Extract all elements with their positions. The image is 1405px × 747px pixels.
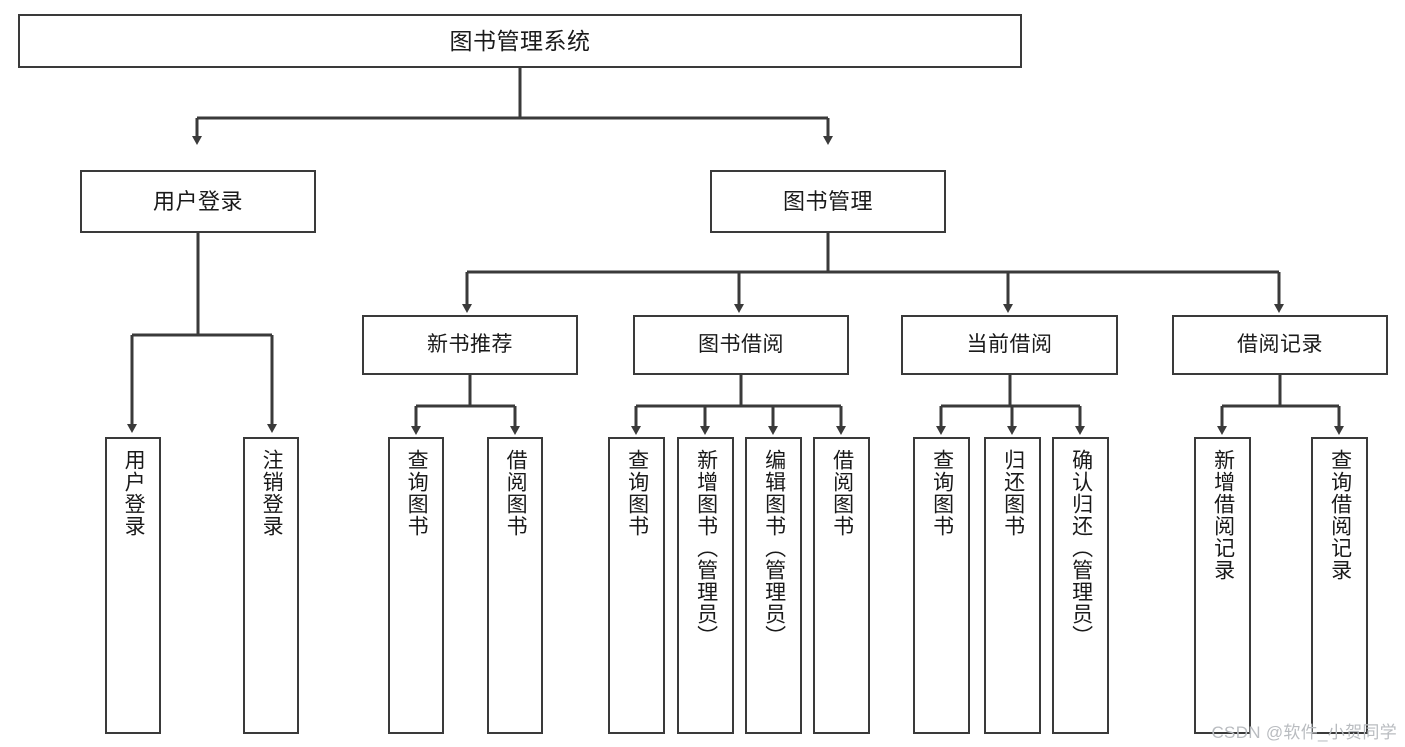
node-leaf-user-logout[interactable]: 注销登录 [243, 437, 299, 734]
node-leaf-query-book-3-label: 查询图书 [930, 449, 954, 537]
node-leaf-add-record[interactable]: 新增借阅记录 [1194, 437, 1251, 734]
node-book-manage[interactable]: 图书管理 [710, 170, 946, 233]
node-leaf-query-book-2-label: 查询图书 [625, 449, 649, 537]
node-leaf-user-login[interactable]: 用户登录 [105, 437, 161, 734]
node-leaf-return-book-label: 归还图书 [1001, 449, 1025, 537]
watermark: CSDN @软件_小贺同学 [1211, 723, 1397, 742]
node-current-borrow-label: 当前借阅 [966, 332, 1053, 356]
node-leaf-return-book[interactable]: 归还图书 [984, 437, 1041, 734]
node-leaf-borrow-book-2[interactable]: 借阅图书 [813, 437, 870, 734]
node-root[interactable]: 图书管理系统 [18, 14, 1022, 68]
node-leaf-edit-book[interactable]: 编辑图书（管理员） [745, 437, 802, 734]
node-book-borrow-label: 图书借阅 [698, 332, 784, 356]
node-leaf-add-book[interactable]: 新增图书（管理员） [677, 437, 734, 734]
node-leaf-confirm-return[interactable]: 确认归还（管理员） [1052, 437, 1109, 734]
node-leaf-borrow-book-2-label: 借阅图书 [830, 449, 854, 537]
node-leaf-query-book-3[interactable]: 查询图书 [913, 437, 970, 734]
node-leaf-add-book-label: 新增图书（管理员） [694, 449, 718, 647]
node-leaf-user-login-label: 用户登录 [122, 449, 146, 537]
node-user-login-label: 用户登录 [152, 188, 243, 214]
node-borrow-record[interactable]: 借阅记录 [1172, 315, 1388, 375]
node-user-login[interactable]: 用户登录 [80, 170, 316, 233]
node-leaf-confirm-return-label: 确认归还（管理员） [1069, 449, 1093, 647]
node-leaf-query-record[interactable]: 查询借阅记录 [1311, 437, 1368, 734]
node-leaf-borrow-book-1-label: 借阅图书 [504, 449, 528, 537]
node-leaf-query-book-1[interactable]: 查询图书 [388, 437, 444, 734]
node-book-manage-label: 图书管理 [782, 188, 873, 214]
node-leaf-query-book-1-label: 查询图书 [405, 449, 429, 537]
node-borrow-record-label: 借阅记录 [1237, 332, 1323, 356]
node-new-book-recommend[interactable]: 新书推荐 [362, 315, 578, 375]
node-new-book-recommend-label: 新书推荐 [427, 332, 513, 356]
node-leaf-query-record-label: 查询借阅记录 [1328, 449, 1352, 581]
node-leaf-user-logout-label: 注销登录 [260, 449, 284, 537]
node-book-borrow[interactable]: 图书借阅 [633, 315, 849, 375]
node-leaf-add-record-label: 新增借阅记录 [1211, 449, 1235, 581]
node-leaf-query-book-2[interactable]: 查询图书 [608, 437, 665, 734]
node-leaf-borrow-book-1[interactable]: 借阅图书 [487, 437, 543, 734]
node-leaf-edit-book-label: 编辑图书（管理员） [762, 449, 786, 647]
node-current-borrow[interactable]: 当前借阅 [901, 315, 1118, 375]
node-root-label: 图书管理系统 [449, 27, 591, 54]
